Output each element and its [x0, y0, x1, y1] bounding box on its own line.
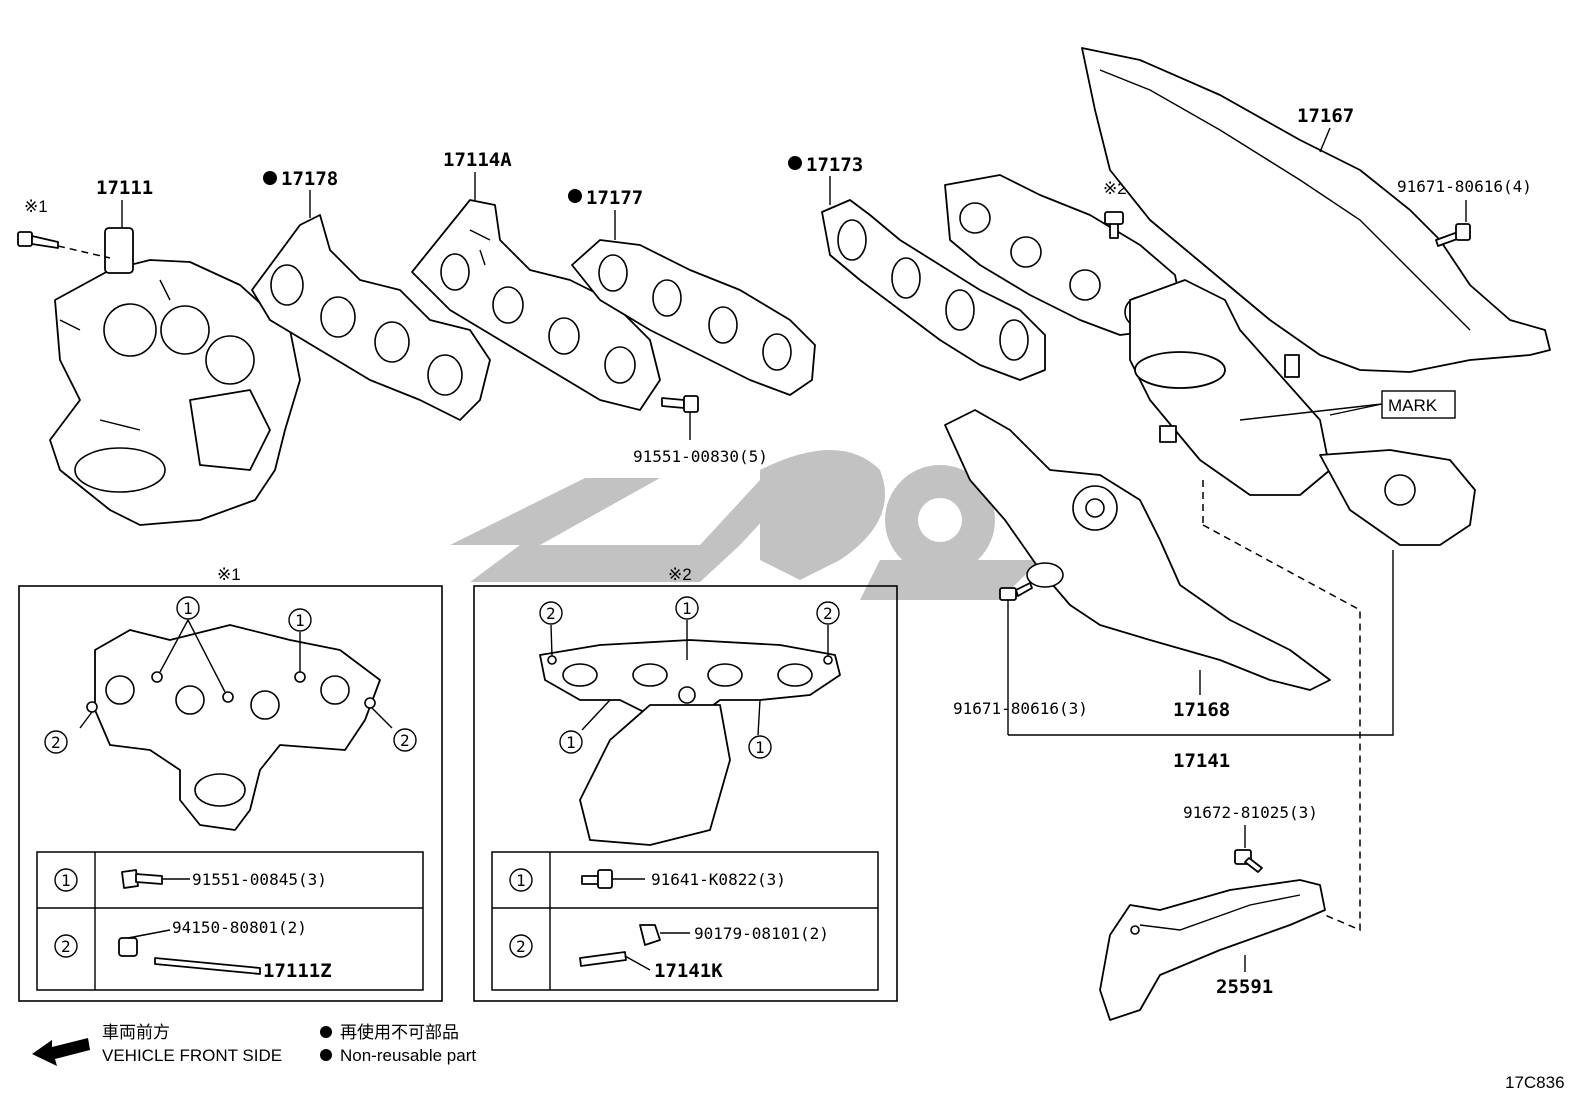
legend-nonreuse-jp: 再使用不可部品	[340, 1022, 459, 1042]
detail2-row2-num: 2	[516, 937, 526, 956]
part-label-91551-00830: 91551-00830(5)	[633, 447, 768, 466]
gasket-17178	[251, 214, 491, 421]
legend-front-en: VEHICLE FRONT SIDE	[102, 1046, 282, 1065]
detail1-row1-num: 1	[61, 871, 71, 890]
detail-box-ref1: ※1 1 1 2 2	[18, 565, 443, 1002]
part-label-91671-80616-4: 91671-80616(4)	[1397, 177, 1532, 196]
part-label-17178: 17178	[281, 168, 338, 190]
detail1-row2-num: 2	[61, 937, 71, 956]
bolt-91551-00830-icon	[661, 395, 699, 413]
detail1-title: ※1	[217, 565, 241, 584]
front-arrow-icon	[32, 1038, 90, 1066]
part-label-91672-81025: 91672-81025(3)	[1183, 803, 1318, 822]
part-label-17167: 17167	[1297, 105, 1354, 127]
detail2-title: ※2	[668, 565, 692, 584]
detail2-row2-part-a: 90179-08101(2)	[694, 924, 829, 943]
exhaust-manifold-17141	[944, 174, 1476, 546]
non-reusable-dot-17173	[788, 156, 802, 170]
bolt-ref1-icon	[17, 231, 111, 259]
part-label-25591: 25591	[1216, 976, 1273, 998]
svg-text:2: 2	[546, 604, 556, 623]
part-label-17141: 17141	[1173, 750, 1230, 772]
figure-code: 17C836	[1505, 1073, 1565, 1092]
legend-front-jp: 車両前方	[102, 1023, 170, 1042]
part-17111-assembly	[49, 227, 301, 526]
detail2-row1-num: 1	[516, 871, 526, 890]
non-reusable-dot-17177	[568, 189, 582, 203]
non-reusable-dot-17178	[263, 171, 277, 185]
legend-dot-icon	[320, 1026, 332, 1038]
svg-text:1: 1	[183, 599, 193, 618]
ref1-label: ※1	[24, 197, 48, 216]
svg-text:2: 2	[51, 733, 61, 752]
detail1-row2-part-a: 94150-80801(2)	[172, 918, 307, 937]
bolt-91671-80616-4-icon	[1435, 223, 1471, 247]
bracket-25591	[1099, 879, 1326, 1021]
gasket-17114A	[411, 199, 661, 411]
gasket-17173	[821, 199, 1046, 381]
part-label-17111: 17111	[96, 177, 153, 199]
svg-text:1: 1	[566, 733, 576, 752]
detail2-row2-part-b: 17141K	[654, 960, 723, 982]
svg-text:1: 1	[295, 611, 305, 630]
heat-insulator-17168	[944, 409, 1331, 691]
legend-nonreuse-en: Non-reusable part	[340, 1046, 476, 1065]
bolt-91672-81025-icon	[1234, 849, 1263, 873]
detail1-row1-part: 91551-00845(3)	[192, 870, 327, 889]
bolt-ref2-icon	[1104, 211, 1124, 239]
svg-text:2: 2	[823, 604, 833, 623]
svg-text:2: 2	[400, 731, 410, 750]
part-label-17177: 17177	[586, 187, 643, 209]
part-label-17114A: 17114A	[443, 149, 512, 171]
mark-label: MARK	[1388, 396, 1438, 415]
legend-dot-icon-2	[320, 1049, 332, 1061]
heat-insulator-17167	[1081, 47, 1551, 373]
part-label-91671-80616-3: 91671-80616(3)	[953, 699, 1088, 718]
part-label-17168: 17168	[1173, 699, 1230, 721]
svg-text:1: 1	[755, 738, 765, 757]
watermark-logo	[450, 450, 1040, 600]
detail1-row2-part-b: 17111Z	[263, 960, 332, 982]
detail2-row1-part: 91641-K0822(3)	[651, 870, 786, 889]
gasket-17177	[571, 239, 816, 396]
svg-text:1: 1	[682, 599, 692, 618]
part-label-17173: 17173	[806, 154, 863, 176]
mark-box	[1381, 390, 1456, 419]
detail-box-ref2: ※2 2 1 2 1 1	[473, 565, 898, 1002]
bolt-91671-80616-3-icon	[999, 582, 1033, 601]
